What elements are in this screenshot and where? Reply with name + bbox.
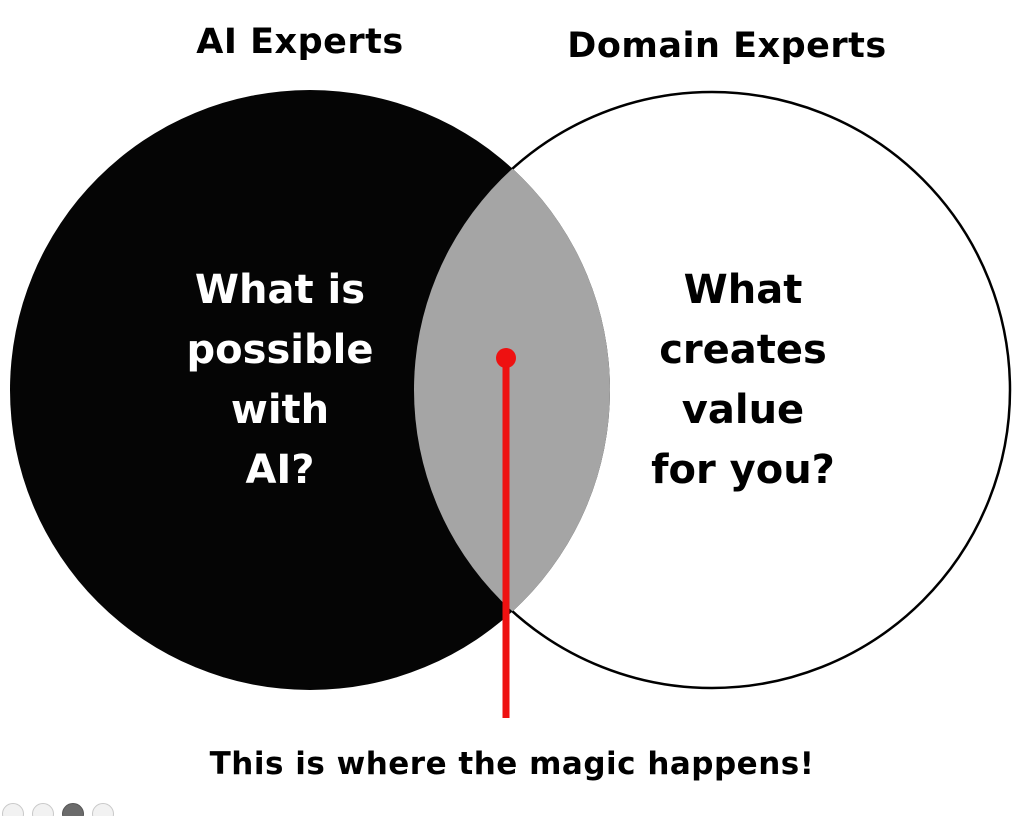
overlap-region [414, 92, 610, 688]
right-circle-text-line: What [683, 267, 803, 313]
right-circle-text-line: value [681, 387, 805, 433]
right-circle-title: Domain Experts [567, 26, 887, 66]
right-circle-text-line: for you? [651, 447, 835, 493]
social-circle-3-icon[interactable] [62, 803, 84, 816]
left-circle-text-line: with [230, 387, 330, 433]
left-circle-title: AI Experts [196, 22, 404, 62]
left-circle-text-line: What is [194, 267, 366, 313]
annotation-dot [496, 348, 516, 368]
social-circle-1-icon[interactable] [2, 803, 24, 816]
right-circle-text-line: creates [659, 327, 827, 373]
social-circle-2-icon[interactable] [32, 803, 54, 816]
footer-social-icons [2, 803, 114, 816]
annotation-caption: This is where the magic happens! [209, 746, 815, 782]
right-circle-text: What creates value for you? [578, 260, 908, 500]
left-circle-text-line: AI? [245, 447, 315, 493]
left-circle-text-line: possible [186, 327, 374, 373]
left-circle-text: What is possible with AI? [115, 260, 445, 500]
social-circle-4-icon[interactable] [92, 803, 114, 816]
